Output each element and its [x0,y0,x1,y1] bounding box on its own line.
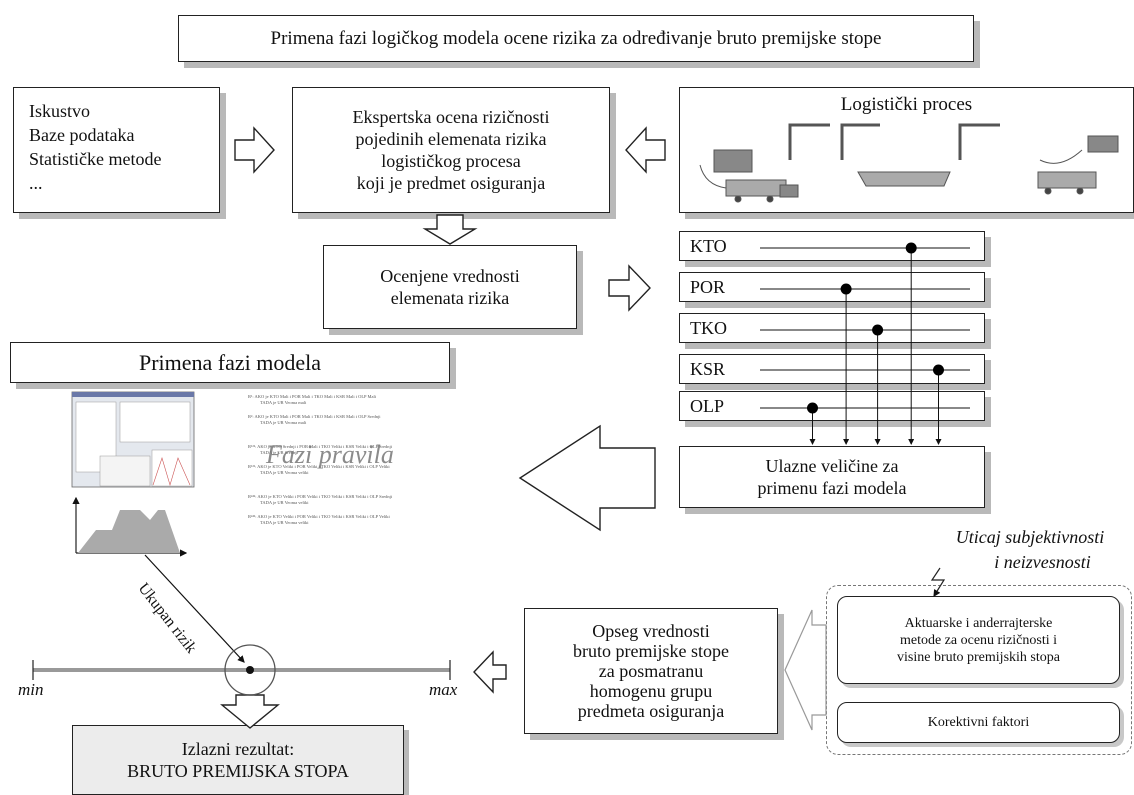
expert-assessment-box: Ekspertska ocena rizičnosti pojedinih el… [292,87,610,213]
assessed-line: Ocenjene vrednosti [380,266,520,286]
uncertainty-line: Uticaj subjektivnosti [955,527,1105,547]
hollow-arrow-left [473,650,507,694]
factor-row-tko: TKO [679,313,985,343]
factor-row-ksr: KSR [679,354,985,384]
output-fuzzy-set [72,496,188,557]
actuarial-line: visine bruto premijskih stopa [897,649,1060,665]
scale-min-label: min [18,680,44,699]
uncertainty-line: i neizvesnosti [994,552,1091,572]
range-line: homogenu grupu [589,681,713,701]
rule-line: R¹²²: AKO je KTO Srednji i POR Mali i TK… [248,444,393,449]
range-line: predmeta osiguranja [577,701,725,721]
range-line: Opseg vrednosti [592,621,710,641]
actuarial-line: metode za ocenu rizičnosti i [899,632,1058,648]
risk-marker-dot [246,666,254,674]
factor-label: OLP [690,396,725,416]
fuzzy-rules-list: R¹: AKO je KTO Mali i POR Mali i TKO Mal… [248,394,448,526]
hollow-arrow-right [608,264,651,312]
knowledge-sources-box: Iskustvo Baze podataka Statističke metod… [13,87,220,213]
diagram-title: Primena fazi logičkog modela ocene rizik… [178,15,974,62]
assessed-values-box: Ocenjene vrednosti elemenata rizika [323,245,577,329]
rule-line: TADA je UR Srednji [260,450,298,455]
source-item: Baze podataka [29,125,135,145]
output-result-box: Izlazni rezultat: BRUTO PREMIJSKA STOPA [72,725,404,795]
logistics-title: Logistički proces [840,94,973,115]
risk-marker-circle [224,644,276,696]
hollow-arrow-left-gray [784,609,827,731]
factor-row-kto: KTO [679,231,985,261]
factor-label: KSR [690,359,726,379]
rule-line: R²: AKO je KTO Mali i POR Mali i TKO Mal… [248,414,381,419]
fuzzy-rules-label: Fazi pravila [266,440,394,469]
rule-line: TADA je UR Veoma mali [260,420,307,425]
range-line: za posmatranu [598,661,704,681]
expert-line: koji je predmet osiguranja [356,173,546,193]
total-risk-arrow [144,554,245,663]
actuarial-methods-box: Aktuarske i anderrajterske metode za oce… [837,596,1120,684]
factor-value-dot [840,283,852,295]
rule-line: R²⁴³: AKO je KTO Veliki i POR Veliki i T… [248,514,390,519]
hollow-arrow-left [625,126,666,174]
risk-scale [32,644,451,696]
software-screenshot [71,391,195,488]
factor-row-por: POR [679,272,985,302]
factor-row-olp: OLP [679,391,985,421]
factor-value-dot [807,402,818,414]
rule-line: TADA je UR Veoma veliki [260,500,309,505]
rule-line: R²⁴²: AKO je KTO Veliki i POR Veliki i T… [248,494,393,499]
hollow-arrow-down [422,214,478,245]
factor-value-dot [933,364,944,376]
scale-max-label: max [429,680,458,699]
lightning-icon [930,567,946,598]
corrective-factors-box: Korektivni faktori [837,702,1120,743]
expert-line: Ekspertska ocena rizičnosti [352,107,550,127]
model-inputs-box: Ulazne veličine za primenu fazi modela [679,446,985,508]
expert-line: pojedinih elemenata rizika [355,129,547,149]
output-line: BRUTO PREMIJSKA STOPA [127,761,349,781]
rule-line: TADA je UR Veoma mali [260,400,307,405]
source-item: ... [29,173,43,193]
factor-label: TKO [690,318,727,338]
hollow-arrow-right [234,126,275,174]
premium-range-box: Opseg vrednosti bruto premijske stope za… [524,608,778,734]
source-item: Iskustvo [29,101,91,121]
actuarial-line: Aktuarske i anderrajterske [904,615,1053,631]
rule-line: TADA je UR Veoma veliki [260,520,309,525]
output-line: Izlazni rezultat: [181,739,295,759]
factor-label: KTO [690,236,727,256]
inputs-line: Ulazne veličine za [765,456,899,476]
factor-label: POR [690,277,726,297]
factor-value-dot [905,242,917,254]
range-line: bruto premijske stope [573,641,729,661]
assessed-line: elemenata rizika [390,288,510,308]
source-item: Statističke metode [29,149,162,169]
uncertainty-label: Uticaj subjektivnosti i neizvesnosti [925,525,1134,575]
expert-line: logističkog procesa [381,151,521,171]
rule-line: TADA je UR Veoma veliki [260,470,309,475]
model-title-box: Primena fazi modela [10,342,450,383]
hollow-arrow-down [220,694,280,729]
rule-line: R¹: AKO je KTO Mali i POR Mali i TKO Mal… [248,394,377,399]
logistics-illustration [699,123,1119,203]
rule-line: R¹²³: AKO je KTO Veliki i POR Veliki i T… [248,464,390,469]
factor-value-dot [872,324,884,336]
large-hollow-arrow-left [518,424,656,532]
inputs-line: primenu fazi modela [757,478,907,498]
